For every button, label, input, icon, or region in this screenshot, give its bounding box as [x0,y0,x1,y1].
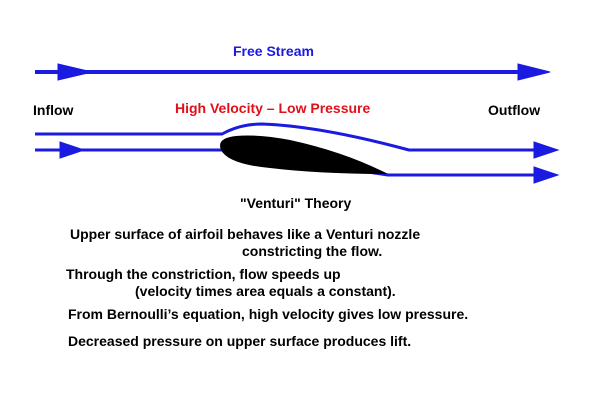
note-line-1: Upper surface of airfoil behaves like a … [70,226,421,242]
free-stream-line [35,63,551,81]
explanation-notes: Upper surface of airfoil behaves like a … [0,226,600,350]
inflow-label: Inflow [33,102,74,118]
venturi-flow-diagram [35,63,560,184]
venturi-theory-title: "Venturi" Theory [240,195,352,211]
upper-streamline [35,122,560,159]
note-line-6: Decreased pressure on upper surface prod… [68,333,412,349]
note-line-4: (velocity times area equals a constant). [135,283,396,299]
airfoil-shape [220,135,388,174]
note-line-3: Through the constriction, flow speeds up [66,266,341,282]
note-line-5: From Bernoulli’s equation, high velocity… [68,306,469,322]
high-velocity-low-pressure-label: High Velocity – Low Pressure [175,100,371,116]
free-stream-label: Free Stream [233,43,314,59]
outflow-label: Outflow [488,102,541,118]
note-line-2: constricting the flow. [242,243,383,259]
